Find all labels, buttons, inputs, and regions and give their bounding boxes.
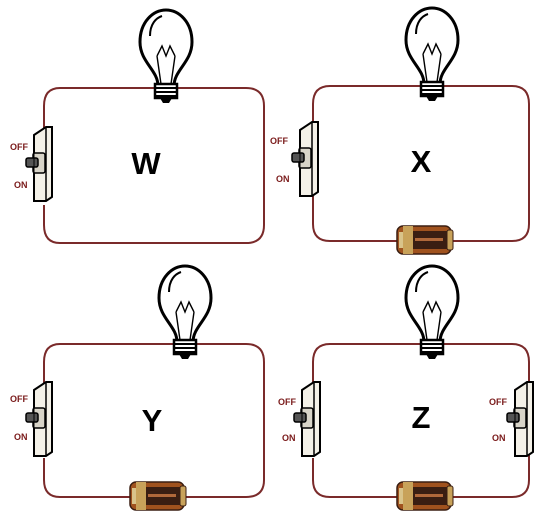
switch-off-label: OFF bbox=[489, 397, 507, 407]
circuit-y-wire bbox=[43, 343, 265, 498]
circuit-y: OFF ON Y bbox=[10, 264, 265, 511]
circuit-x-wire bbox=[312, 85, 530, 242]
battery-icon bbox=[396, 225, 454, 255]
toggle-switch-icon bbox=[25, 381, 53, 457]
lightbulb-icon bbox=[404, 264, 460, 361]
lightbulb-icon bbox=[404, 6, 460, 103]
battery-icon bbox=[129, 481, 187, 511]
switch-on-label: ON bbox=[276, 174, 290, 184]
toggle-switch-icon bbox=[291, 121, 319, 197]
circuit-w: OFF ON W bbox=[10, 8, 265, 244]
circuit-x: OFF ON X bbox=[270, 6, 530, 255]
circuit-z: OFF ON OFF ON Z bbox=[278, 264, 534, 511]
switch-off-label: OFF bbox=[270, 136, 288, 146]
toggle-switch-icon bbox=[506, 381, 534, 457]
circuit-w-wire bbox=[43, 87, 265, 244]
switch-on-label: ON bbox=[492, 433, 506, 443]
switch-on-label: ON bbox=[282, 433, 296, 443]
switch-off-label: OFF bbox=[10, 394, 28, 404]
circuit-label-z: Z bbox=[412, 400, 431, 435]
switch-on-label: ON bbox=[14, 180, 28, 190]
switch-off-label: OFF bbox=[278, 397, 296, 407]
toggle-switch-icon bbox=[293, 381, 321, 457]
battery-icon bbox=[396, 481, 454, 511]
circuit-label-x: X bbox=[411, 144, 432, 179]
circuit-label-y: Y bbox=[142, 403, 163, 438]
circuit-z-wire bbox=[312, 343, 530, 498]
lightbulb-icon bbox=[138, 8, 194, 105]
lightbulb-icon bbox=[157, 264, 213, 361]
switch-off-label: OFF bbox=[10, 142, 28, 152]
toggle-switch-icon bbox=[25, 126, 53, 202]
switch-on-label: ON bbox=[14, 432, 28, 442]
circuit-label-w: W bbox=[131, 146, 161, 181]
